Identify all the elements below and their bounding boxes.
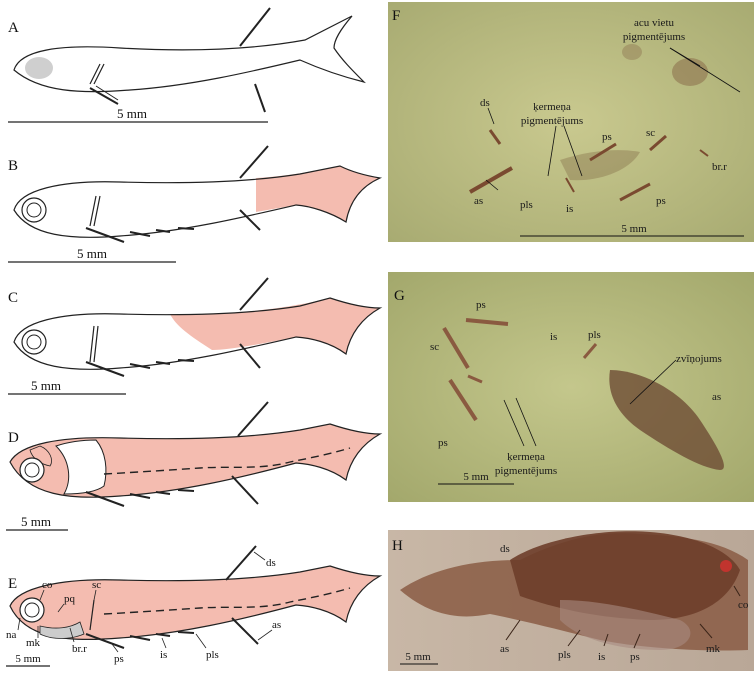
label-E-ps: ps <box>114 653 124 665</box>
label-F-pls: pls <box>520 199 533 211</box>
panel-letter-D: D <box>8 430 19 446</box>
scale-label-D: 5 mm <box>21 514 51 529</box>
label-E-br-r: br.r <box>72 643 87 655</box>
label-F-body-pigment-2: pigmentējums <box>521 115 583 127</box>
label-E-ds: ds <box>266 557 276 569</box>
label-H-ds: ds <box>500 543 510 555</box>
label-H-pls: pls <box>558 649 571 661</box>
label-E-mk: mk <box>26 637 41 649</box>
panel-D: D 5 mm <box>6 402 380 530</box>
scale-label-E: 5 mm <box>15 653 41 665</box>
panel-letter-C: C <box>8 290 18 306</box>
label-E-co: co <box>42 579 53 591</box>
label-F-eye-pigment: acu vietu <box>634 17 675 29</box>
label-E-as: as <box>272 619 281 631</box>
label-F-eye-pigment-2: pigmentējums <box>623 31 685 43</box>
label-G-ps-1: ps <box>476 299 486 311</box>
panel-letter-B: B <box>8 158 18 174</box>
photo-H: H ds co as pls is ps mk 5 mm <box>388 530 754 671</box>
label-H-as: as <box>500 643 509 655</box>
label-G-body-pigment: ķermeņa <box>507 451 545 463</box>
scale-label-G: 5 mm <box>463 471 489 483</box>
label-F-ps-1: ps <box>602 131 612 143</box>
label-F-is: is <box>566 203 573 215</box>
label-F-ds: ds <box>480 97 490 109</box>
label-F-body-pigment: ķermeņa <box>533 101 571 113</box>
panel-letter-G: G <box>394 288 405 304</box>
label-H-is: is <box>598 651 605 663</box>
scale-label-B: 5 mm <box>77 246 107 261</box>
label-E-pq: pq <box>64 593 76 605</box>
label-E-na: na <box>6 629 17 641</box>
label-G-sc: sc <box>430 341 439 353</box>
panel-B: B 5 mm <box>8 146 380 262</box>
panel-letter-H: H <box>392 538 403 554</box>
scale-label-H: 5 mm <box>405 651 431 663</box>
label-G-is: is <box>550 331 557 343</box>
label-G-ps-2: ps <box>438 437 448 449</box>
scale-label-F: 5 mm <box>621 223 647 235</box>
label-H-ps: ps <box>630 651 640 663</box>
panel-E: E ds as pls is ps br.r mk na co pq s <box>6 546 380 666</box>
label-F-as: as <box>474 195 483 207</box>
label-H-mk: mk <box>706 643 721 655</box>
panel-letter-F: F <box>392 8 400 24</box>
label-E-sc: sc <box>92 579 101 591</box>
label-F-br-r: br.r <box>712 161 727 173</box>
eye-A <box>25 57 53 79</box>
panel-C: C 5 mm <box>8 278 380 394</box>
fish-A-body <box>14 16 364 92</box>
scale-label-A: 5 mm <box>117 106 147 121</box>
photo-F: F acu vietu pigmentējums ķermeņa pigment… <box>388 2 754 242</box>
label-E-is: is <box>160 649 167 661</box>
label-G-body-pigment-2: pigmentējums <box>495 465 557 477</box>
dorsal-spine-A <box>240 8 270 46</box>
label-E-pls: pls <box>206 649 219 661</box>
label-G-pls: pls <box>588 329 601 341</box>
panel-letter-E: E <box>8 576 17 592</box>
label-F-sc: sc <box>646 127 655 139</box>
label-H-co: co <box>738 599 749 611</box>
photo-G: G ps sc ps is pls zvīņojums as ķermeņa p… <box>388 272 754 502</box>
panel-A: A 5 mm <box>8 8 364 122</box>
panel-letter-A: A <box>8 20 19 36</box>
label-G-scales: zvīņojums <box>676 353 722 365</box>
scale-label-C: 5 mm <box>31 378 61 393</box>
label-F-ps-2: ps <box>656 195 666 207</box>
label-G-as: as <box>712 391 721 403</box>
